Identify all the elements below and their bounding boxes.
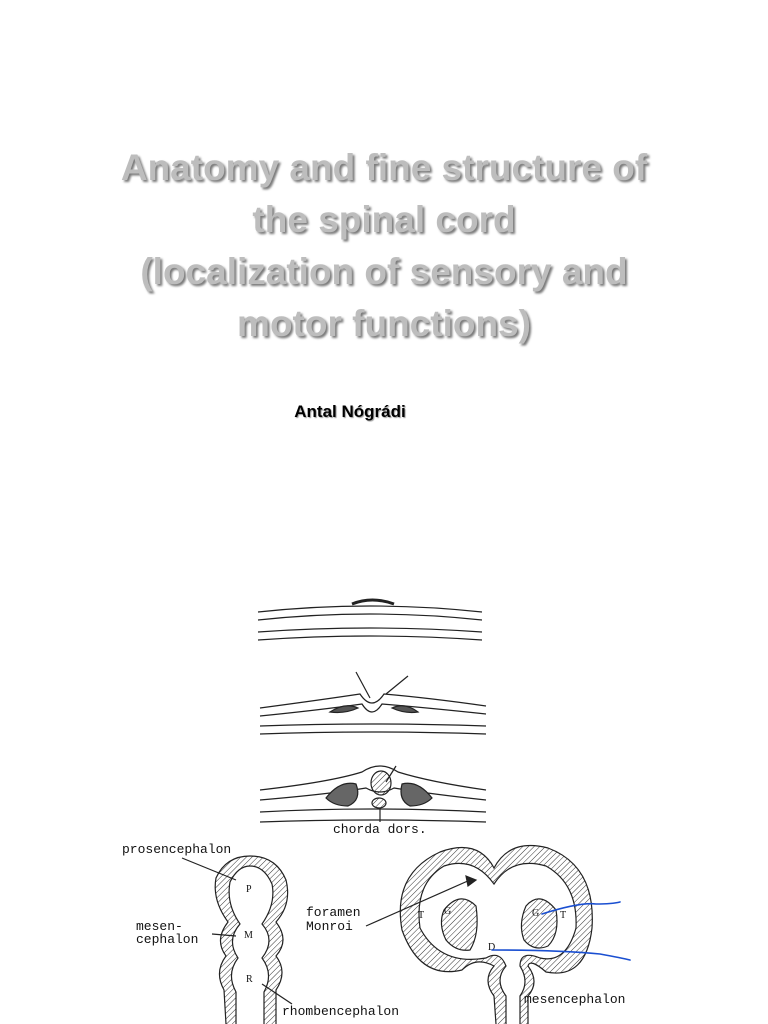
three-vesicle-brain: [181, 855, 293, 1024]
label-prosencephalon: prosencephalon: [122, 842, 231, 857]
stage-neural-tube: [259, 765, 487, 823]
label-G-right: G: [532, 908, 539, 919]
label-foramen: foramen: [306, 905, 361, 920]
title-line-2: the spinal cord: [252, 199, 516, 240]
label-D: D: [488, 942, 495, 953]
five-vesicle-brain: [365, 844, 593, 1024]
title-line-3: (localization of sensory and: [140, 251, 628, 292]
stage-neural-plate: [257, 598, 483, 641]
slide-title: Anatomy and fine structure of the spinal…: [40, 142, 728, 350]
label-T-left: T: [418, 910, 424, 921]
label-mesen-1: mesen-: [136, 919, 183, 934]
label-T-right: T: [560, 910, 566, 921]
stage-neural-groove: [259, 671, 487, 735]
title-line-4: motor functions): [237, 303, 531, 344]
label-rhombencephalon: rhombencephalon: [282, 1004, 399, 1019]
label-mesencephalon: mesencephalon: [524, 992, 625, 1007]
hand-annotations: [491, 901, 631, 961]
label-chorda-dors: chorda dors.: [333, 822, 427, 837]
label-G-left: G: [444, 906, 451, 917]
author-name: Antal Nógrádi: [294, 402, 406, 421]
label-P: P: [246, 884, 252, 895]
label-M: M: [244, 930, 253, 941]
label-mesen-2: cephalon: [136, 932, 198, 947]
label-R: R: [246, 974, 253, 985]
label-monroi: Monroi: [306, 919, 353, 934]
title-line-1: Anatomy and fine structure of: [120, 147, 648, 188]
